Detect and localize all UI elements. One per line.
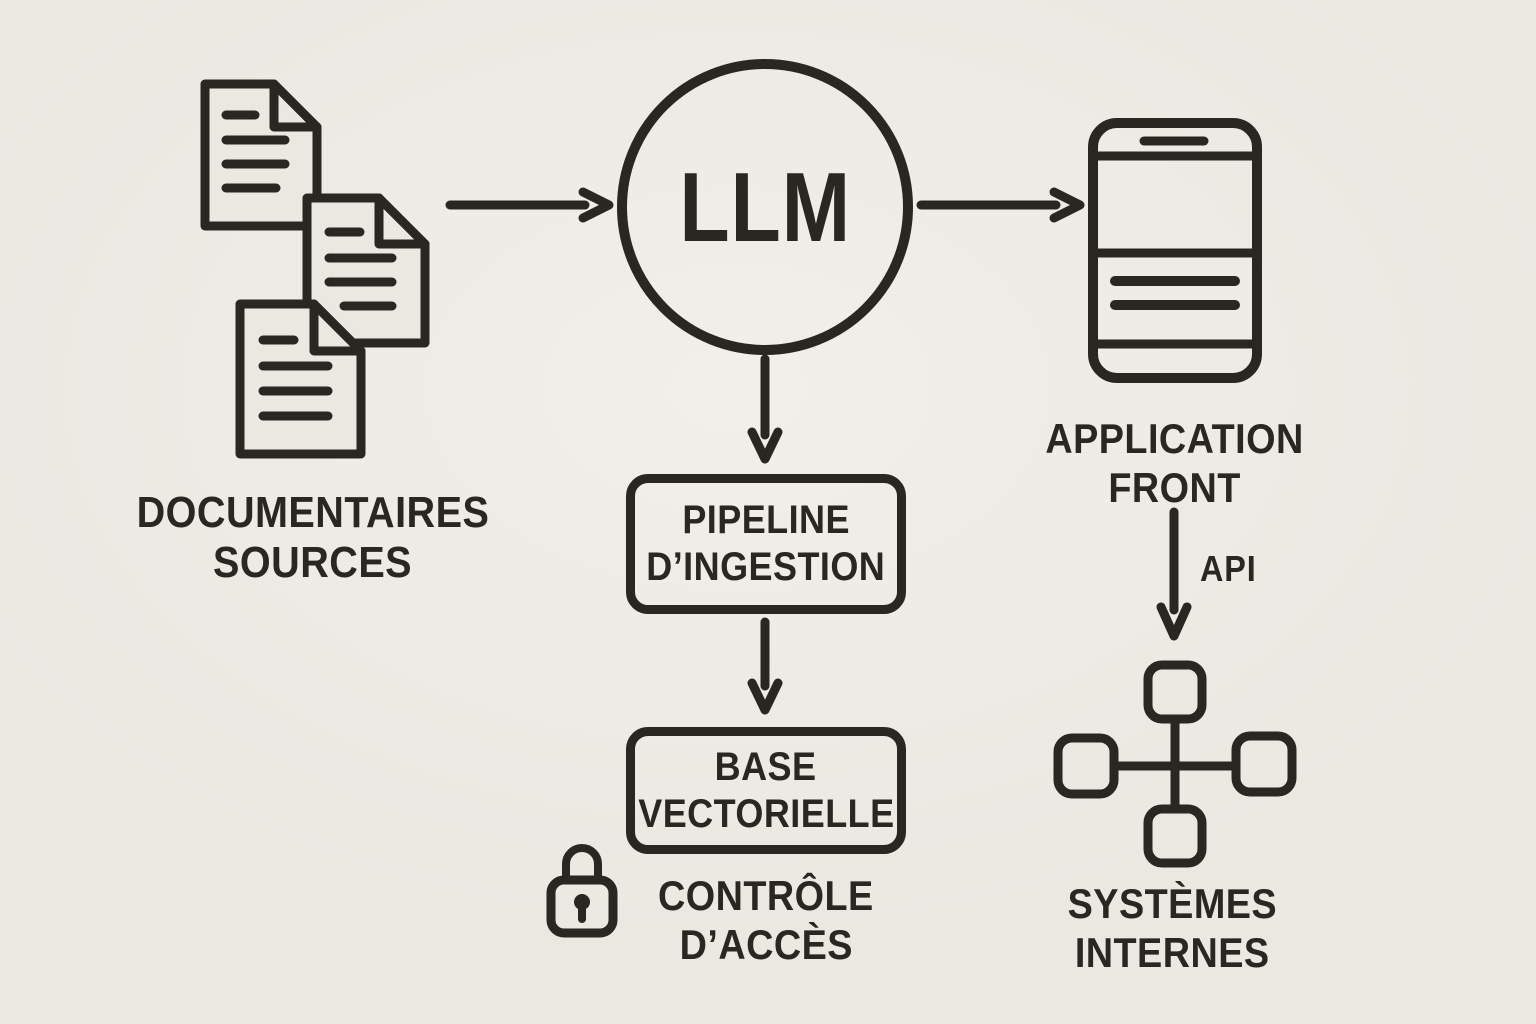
vector-db-label-line2: VECTORIELLE (637, 791, 895, 836)
arrow-pipeline-to-vectordb-icon (747, 617, 783, 715)
api-edge-label: API (1200, 548, 1257, 589)
llm-label: LLM (679, 151, 851, 262)
smartphone-icon (1088, 118, 1262, 383)
pipeline-label-line2: D’INGESTION (646, 545, 886, 589)
sources-label: DOCUMENTAIRES SOURCES (113, 488, 513, 588)
systems-label-line2: INTERNES (1074, 929, 1270, 976)
sources-label-line1: DOCUMENTAIRES (136, 488, 490, 537)
access-label-line1: CONTRÔLE (658, 872, 874, 919)
lock-icon (546, 844, 618, 938)
pipeline-ingestion-node: PIPELINE D’INGESTION (626, 474, 906, 614)
internal-systems-label: SYSTÈMES INTERNES (972, 879, 1372, 977)
vector-db-label-line1: BASE (715, 744, 817, 789)
access-label-line2: D’ACCÈS (679, 921, 853, 968)
document-icon (235, 299, 366, 459)
arrow-llm-to-pipeline-icon (747, 354, 783, 464)
app-front-label: APPLICATION FRONT (975, 414, 1375, 512)
arrow-llm-to-app-icon (916, 187, 1085, 223)
arrow-app-to-systems-icon (1156, 507, 1192, 641)
app-front-label-line1: APPLICATION (1045, 415, 1305, 462)
base-vectorielle-node: BASE VECTORIELLE (626, 727, 906, 854)
arrow-sources-to-llm-icon (445, 187, 614, 223)
document-icon (200, 79, 322, 231)
app-front-label-line2: FRONT (1108, 464, 1242, 511)
sources-label-line2: SOURCES (213, 538, 413, 587)
pipeline-label-line1: PIPELINE (682, 498, 850, 542)
llm-node: LLM (617, 59, 913, 355)
access-control-label: CONTRÔLE D’ACCÈS (566, 871, 966, 969)
network-hub-icon (1053, 660, 1297, 868)
systems-label-line1: SYSTÈMES (1067, 880, 1277, 927)
